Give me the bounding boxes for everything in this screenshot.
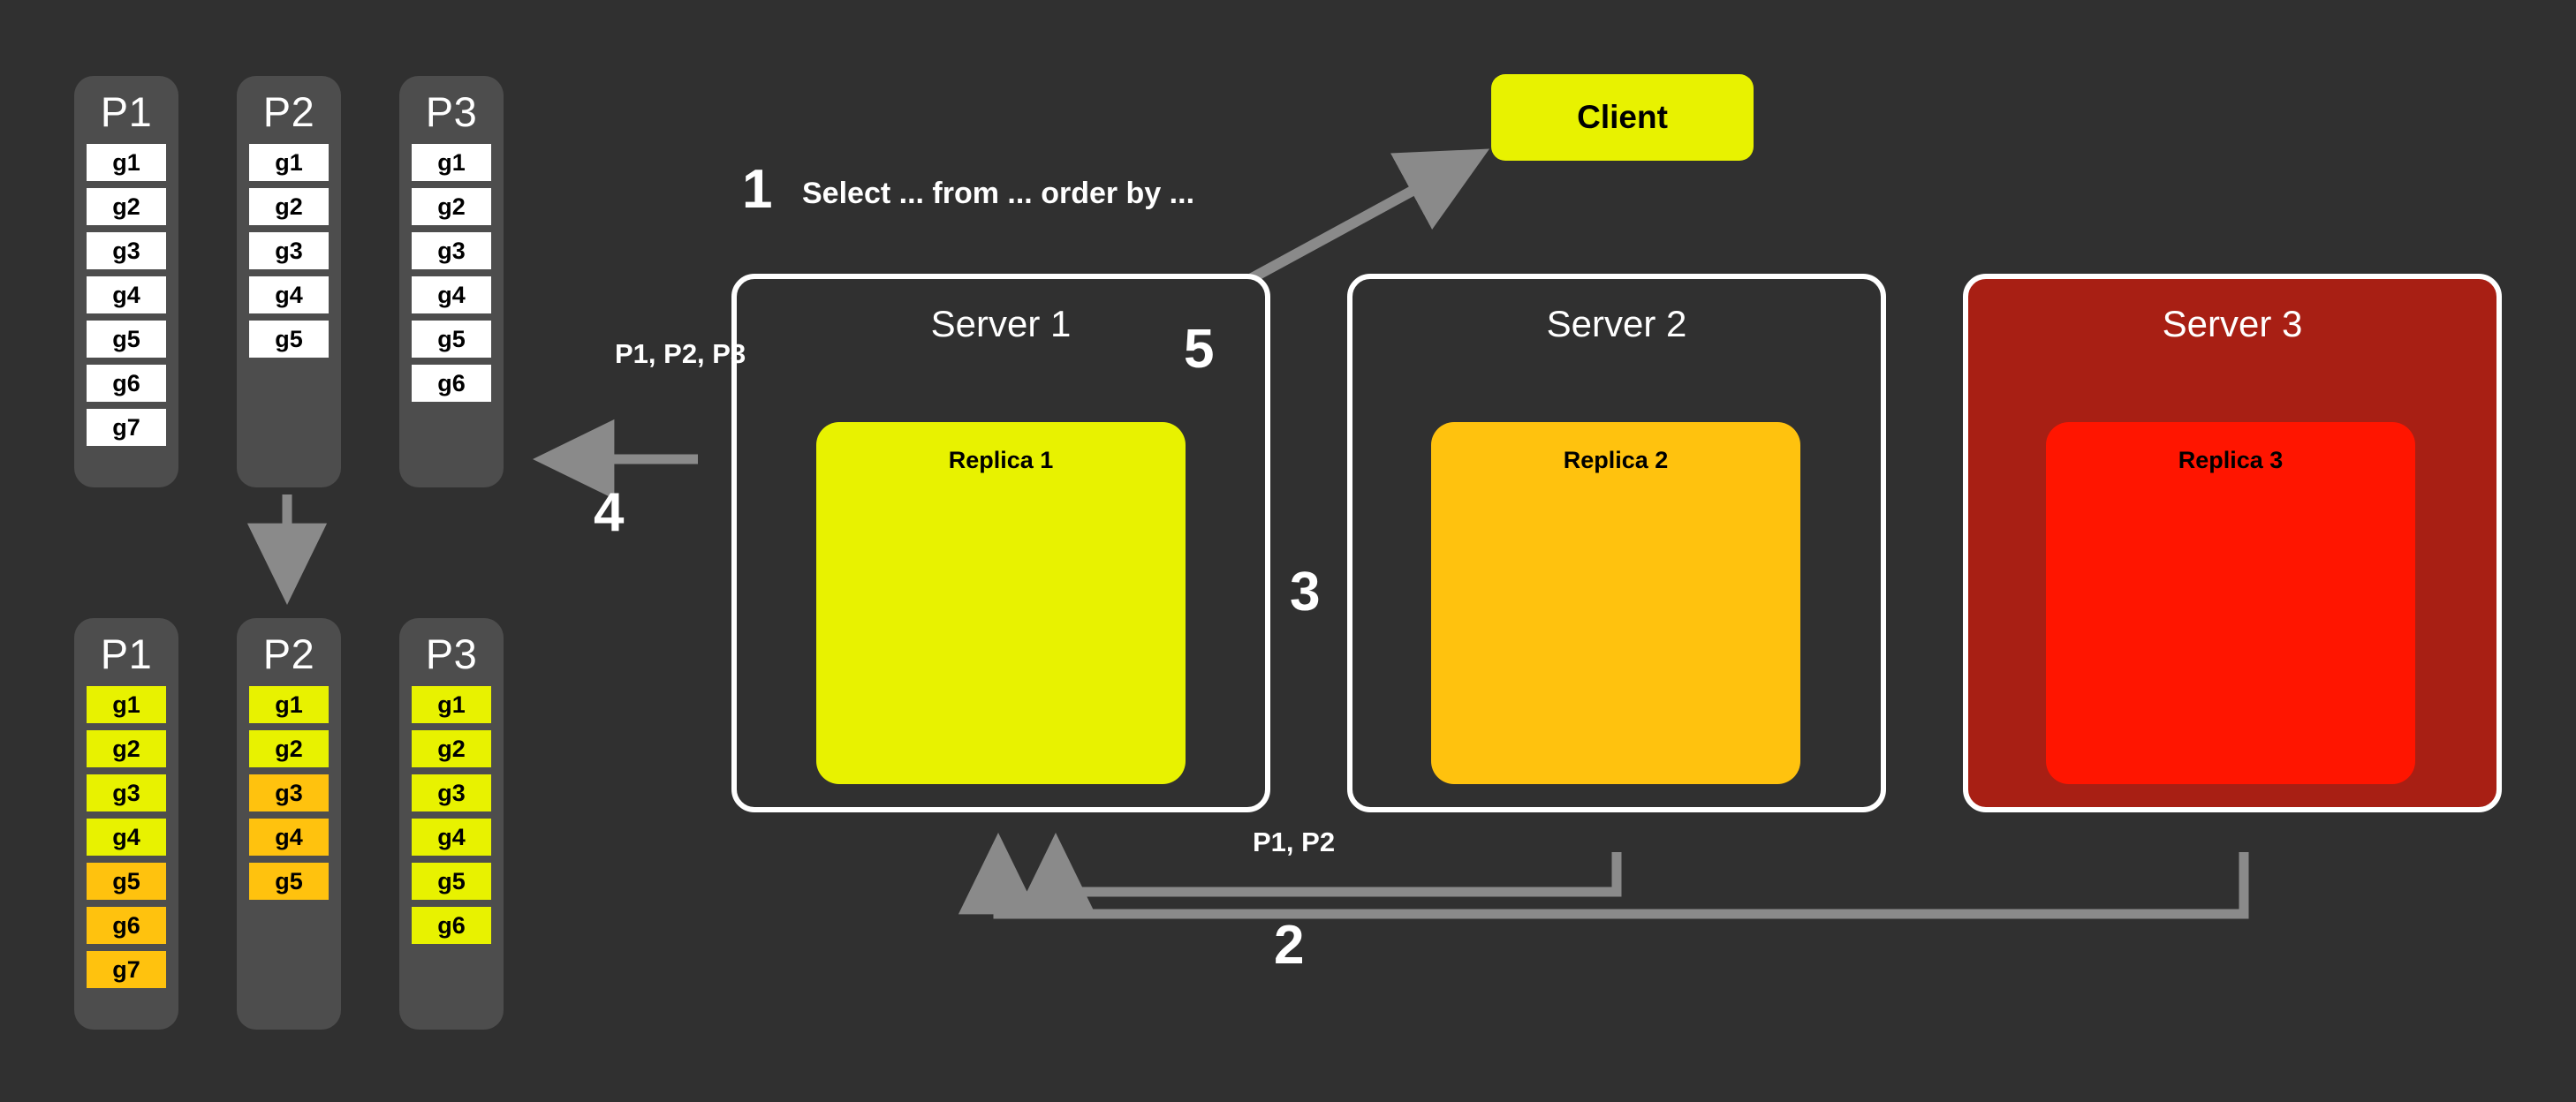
partition-cell: g2 [412, 188, 491, 226]
replica-1-box[interactable]: Replica 1 [816, 422, 1186, 784]
client-label: Client [1577, 99, 1668, 135]
step-1-query-text: Select ... from ... order by ... [802, 177, 1195, 210]
partition-cell: g6 [412, 907, 491, 945]
partition-cell: g1 [249, 686, 329, 724]
server1-output-partitions-label: P1, P2, P3 [615, 338, 746, 369]
partition-cell: g5 [249, 863, 329, 901]
partition-cell: g4 [249, 276, 329, 314]
replica-3-box[interactable]: Replica 3 [2046, 422, 2415, 784]
step-1-number: 1 [742, 159, 773, 220]
step-3-number: 3 [1290, 562, 1321, 623]
partition-cell: g1 [412, 686, 491, 724]
client-node[interactable]: Client [1491, 74, 1754, 161]
partition-cell: g2 [249, 188, 329, 226]
partition-cell: g1 [249, 144, 329, 182]
partition-title: P1 [100, 88, 153, 135]
server-1-title: Server 1 [930, 303, 1072, 344]
partition-cell: g2 [87, 730, 166, 768]
partition-before-p3: P3 g1 g2 g3 g4 g5 g6 [399, 76, 504, 487]
partition-title: P3 [425, 88, 478, 135]
partition-cell: g1 [87, 686, 166, 724]
partition-cell: g4 [87, 819, 166, 857]
partition-after-p2: P2 g1 g2 g3 g4 g5 [237, 618, 341, 1030]
server-2-title: Server 2 [1546, 303, 1687, 344]
step-2-number: 2 [1274, 915, 1305, 976]
servers-input-partitions-label: P1, P2 [1253, 826, 1336, 857]
partition-cell: g3 [249, 774, 329, 812]
partition-cell: g6 [412, 365, 491, 403]
partition-cell: g5 [87, 863, 166, 901]
partition-cells: g1 g2 g3 g4 g5 g6 g7 [74, 144, 178, 447]
partition-cells: g1 g2 g3 g4 g5 g6 [399, 144, 504, 403]
partition-cell: g4 [412, 819, 491, 857]
partition-cell: g2 [412, 730, 491, 768]
partition-cell: g6 [87, 907, 166, 945]
replica-1-label: Replica 1 [948, 447, 1054, 473]
partition-title: P2 [262, 630, 315, 677]
partition-cell: g5 [412, 863, 491, 901]
replica-3-label: Replica 3 [2178, 447, 2284, 473]
partition-cell: g4 [249, 819, 329, 857]
partition-title: P3 [425, 630, 478, 677]
step-4-number: 4 [594, 482, 625, 543]
partition-cells: g1 g2 g3 g4 g5 [237, 686, 341, 901]
partition-cell: g4 [412, 276, 491, 314]
partition-cell: g3 [249, 232, 329, 270]
arrow-server3-to-server1 [958, 833, 2249, 919]
partition-after-p1: P1 g1 g2 g3 g4 g5 g6 g7 [74, 618, 178, 1030]
replica-2-box[interactable]: Replica 2 [1431, 422, 1800, 784]
partition-after-p3: P3 g1 g2 g3 g4 g5 g6 [399, 618, 504, 1030]
partition-cell: g2 [249, 730, 329, 768]
partition-cell: g5 [87, 321, 166, 359]
partition-cell: g5 [412, 321, 491, 359]
partition-cells: g1 g2 g3 g4 g5 g6 [399, 686, 504, 945]
partition-cell: g2 [87, 188, 166, 226]
partition-cell: g5 [249, 321, 329, 359]
partition-cell: g7 [87, 951, 166, 989]
server-3-title: Server 3 [2162, 303, 2303, 344]
partition-cell: g3 [87, 232, 166, 270]
partition-cell: g1 [87, 144, 166, 182]
partition-title: P2 [262, 88, 315, 135]
partition-cell: g1 [412, 144, 491, 182]
partition-cell: g3 [87, 774, 166, 812]
partition-cells: g1 g2 g3 g4 g5 g6 g7 [74, 686, 178, 989]
partition-cell: g4 [87, 276, 166, 314]
partition-before-p2: P2 g1 g2 g3 g4 g5 [237, 76, 341, 487]
step-5-number: 5 [1184, 319, 1215, 380]
partition-cell: g6 [87, 365, 166, 403]
partition-cell: g3 [412, 232, 491, 270]
arrow-server2-to-server1 [1015, 833, 1622, 915]
partition-cells: g1 g2 g3 g4 g5 [237, 144, 341, 359]
partition-cell: g3 [412, 774, 491, 812]
partition-title: P1 [100, 630, 153, 677]
replica-2-label: Replica 2 [1563, 447, 1669, 473]
partition-cell: g7 [87, 409, 166, 447]
partition-before-p1: P1 g1 g2 g3 g4 g5 g6 g7 [74, 76, 178, 487]
